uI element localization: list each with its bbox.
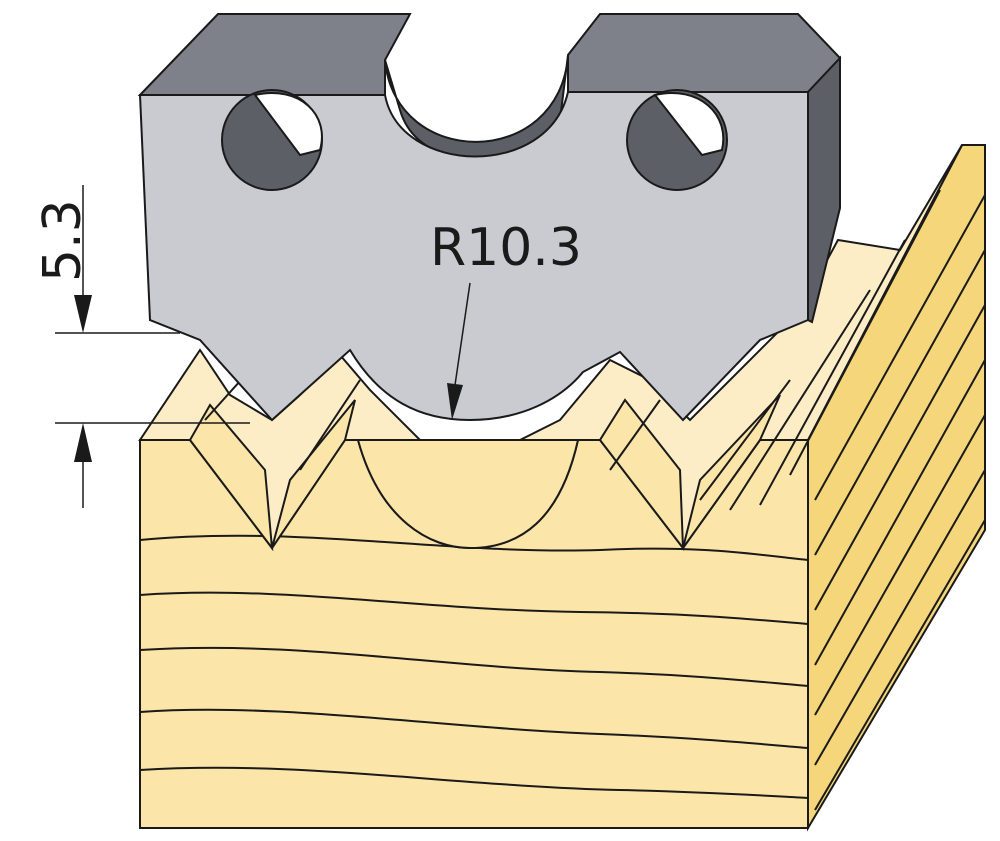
depth-label: 5.3 <box>33 199 93 282</box>
cutter-top-edge-right <box>567 13 842 93</box>
radius-label: R10.3 <box>430 218 582 278</box>
depth-arrow-down <box>74 295 92 333</box>
depth-arrow-up <box>74 423 92 462</box>
cutter-knife <box>137 13 842 422</box>
right-mount-hole <box>626 89 728 191</box>
left-mount-hole <box>221 89 323 191</box>
radius-dimension: R10.3 <box>430 218 582 420</box>
cutter-top-edge <box>137 13 412 96</box>
wood-top-grain <box>204 189 941 511</box>
wood-side-grain <box>814 194 986 811</box>
wood-block <box>138 144 986 832</box>
radius-arrow <box>447 383 463 420</box>
groove-strips <box>188 394 781 552</box>
depth-dimension: 5.3 <box>33 185 250 508</box>
radius-groove <box>356 439 580 550</box>
